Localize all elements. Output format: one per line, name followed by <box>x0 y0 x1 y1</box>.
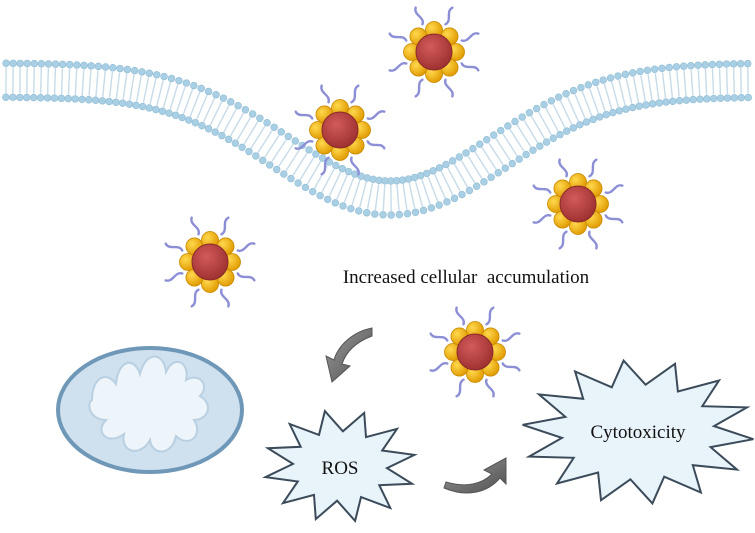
curved-arrow-icon <box>443 457 507 494</box>
nanoparticle-icon <box>294 84 386 176</box>
nanoparticle-icon <box>388 6 480 98</box>
cytotoxicity-label: Cytotoxicity <box>591 422 687 443</box>
nanoparticle-icon <box>532 158 624 250</box>
ros-burst-shape: ROS <box>262 409 418 523</box>
nanoparticle-icon <box>429 306 521 398</box>
lipid-bilayer-membrane-icon <box>2 59 752 219</box>
nanoparticle-icon <box>164 216 256 308</box>
mitochondrion-icon <box>56 346 244 474</box>
ros-label: ROS <box>322 458 359 479</box>
curved-arrow-icon <box>325 327 373 383</box>
nanoparticles-group <box>164 6 624 398</box>
cytotoxicity-burst-shape: Cytotoxicity <box>522 358 754 506</box>
accumulation-label: Increased cellular accumulation <box>343 267 590 288</box>
